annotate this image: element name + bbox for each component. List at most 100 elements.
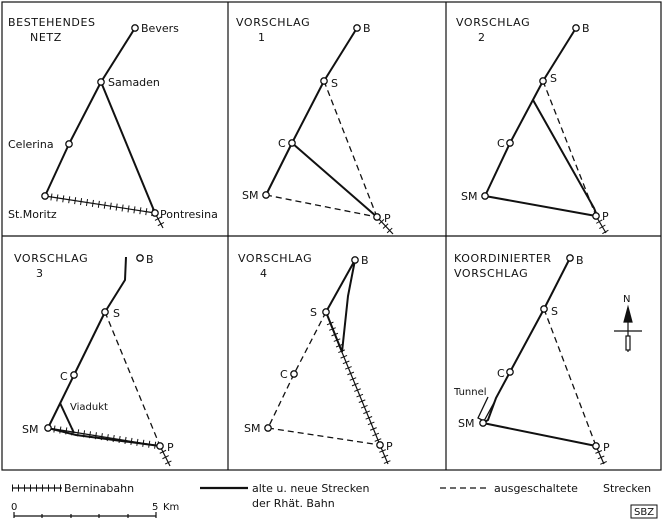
station-marker-celerina <box>65 140 73 148</box>
station-label-b: B <box>576 254 584 267</box>
line-b-s <box>542 27 577 82</box>
station-marker-s <box>320 77 328 85</box>
station-label-sm: SM <box>461 190 477 203</box>
station-label-b: B <box>363 22 371 35</box>
station-label-bevers: Bevers <box>141 22 179 35</box>
legend: Berninabahn alte u. neue Strecken der Rh… <box>12 482 651 510</box>
line-c-p <box>291 142 378 218</box>
station-marker-samaden <box>97 78 105 86</box>
station-marker-s <box>540 305 548 313</box>
new-lines <box>47 256 161 447</box>
north-arrow-icon <box>614 304 642 352</box>
line-b-s <box>104 256 127 313</box>
station-label-p: P <box>603 441 610 454</box>
line-s-p-removed <box>323 80 378 218</box>
removed-lines <box>265 80 378 218</box>
station-marker-b <box>572 24 580 32</box>
station-label-sm: SM <box>244 422 260 435</box>
removed-lines <box>267 311 381 446</box>
station-marker-p <box>156 442 164 450</box>
removed-lines <box>542 80 597 217</box>
berninabahn-line <box>44 192 167 230</box>
panel-vorschlag-4: VORSCHLAG 4 B S C SM P <box>238 252 393 466</box>
station-marker-b <box>136 254 144 262</box>
panel-title-line2: 4 <box>260 267 268 280</box>
line-b-s <box>325 259 356 313</box>
station-label-s: S <box>113 307 120 320</box>
station-marker-s <box>539 77 547 85</box>
line-s-c-removed <box>293 311 327 375</box>
new-lines <box>482 257 597 447</box>
station-marker-sm <box>264 424 272 432</box>
legend-label-strecken: Strecken <box>603 482 651 495</box>
station-label-samaden: Samaden <box>108 76 160 89</box>
line-s-c <box>509 308 545 373</box>
removed-lines <box>104 311 161 447</box>
line-celerina-stmoritz <box>44 143 70 197</box>
station-marker-s <box>322 308 330 316</box>
station-label-s: S <box>550 72 557 85</box>
line-sm-p-removed <box>265 194 378 218</box>
berninabahn-line <box>374 214 396 237</box>
scale-label-unit: Km <box>163 502 179 513</box>
station-label-p: P <box>386 440 393 453</box>
station-marker-p <box>373 213 381 221</box>
station-marker-sm <box>262 191 270 199</box>
station-label-b: B <box>146 253 154 266</box>
tunnel-outline <box>477 396 497 422</box>
legend-label-bernina: Berninabahn <box>64 482 134 495</box>
station-marker-c <box>70 371 78 379</box>
station-label-sm: SM <box>458 417 474 430</box>
line-c-sm-removed <box>267 373 295 429</box>
station-markers <box>44 254 164 450</box>
station-label-pontresina: Pontresina <box>160 208 218 221</box>
station-marker-pontresina <box>151 209 159 217</box>
line-sm-p-removed <box>267 427 381 446</box>
line-s-p-removed <box>543 308 597 447</box>
viadukt-label: Viadukt <box>70 402 108 413</box>
line-bevers-samaden <box>100 27 136 83</box>
station-label-s: S <box>331 77 338 90</box>
station-marker-b <box>353 24 361 32</box>
station-marker-b <box>566 254 574 262</box>
existing-lines <box>44 27 156 214</box>
panel-title-line1: BESTEHENDES <box>8 16 96 29</box>
line-viadukt-p <box>47 427 161 447</box>
panel-title-line1: VORSCHLAG <box>456 16 530 29</box>
panel-title-line2: NETZ <box>30 31 62 44</box>
station-marker-sm <box>481 192 489 200</box>
scale-label-five: 5 <box>152 502 158 513</box>
station-marker-s <box>101 308 109 316</box>
panel-title-line1: KOORDINIERTER <box>454 252 552 265</box>
station-marker-p <box>592 212 600 220</box>
station-label-s: S <box>310 306 317 319</box>
line-s-c <box>509 80 544 144</box>
panel-title-line1: VORSCHLAG <box>238 252 312 265</box>
panel-title-line1: VORSCHLAG <box>236 16 310 29</box>
panel-vorschlag-3: VORSCHLAG 3 B S C SM P Viad <box>14 252 174 468</box>
panel-koordinierter-vorschlag: KOORDINIERTER VORSCHLAG B S C SM P <box>453 252 642 466</box>
station-marker-c <box>290 370 298 378</box>
station-label-c: C <box>497 137 505 150</box>
scale-bar <box>13 512 157 518</box>
panel-title-line2: VORSCHLAG <box>454 267 528 280</box>
panel-bestehendes-netz: BESTEHENDES NETZ Bevers Samaden Celerina… <box>8 16 218 230</box>
credit-label: SBZ <box>634 507 654 518</box>
line-s-c <box>73 311 106 376</box>
legend-label-neue-2: der Rhät. Bahn <box>252 497 335 510</box>
station-marker-c <box>506 368 514 376</box>
new-lines <box>265 27 378 218</box>
station-marker-sm <box>44 424 52 432</box>
line-s-p-removed <box>104 311 161 447</box>
north-label: N <box>623 294 630 305</box>
station-marker-c <box>288 139 296 147</box>
station-markers <box>481 24 600 220</box>
station-label-sm: SM <box>242 189 258 202</box>
panel-grid <box>1 1 662 471</box>
station-label-s: S <box>551 305 558 318</box>
station-marker-sm <box>479 419 487 427</box>
station-label-sm: SM <box>22 423 38 436</box>
panel-vorschlag-1: VORSCHLAG 1 B S C SM P <box>236 16 396 237</box>
line-s-c <box>291 80 325 144</box>
